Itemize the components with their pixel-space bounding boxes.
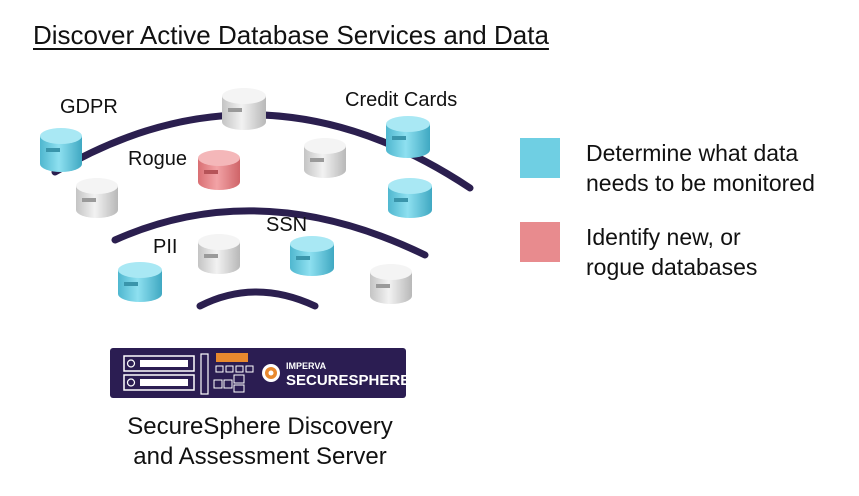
database-icon-right-blue	[388, 178, 432, 218]
page-title: Discover Active Database Services and Da…	[33, 20, 549, 50]
securesphere-logo-text: SECURESPHERE	[286, 372, 410, 389]
database-icon-bottom-right	[370, 264, 412, 304]
label-credit-cards: Credit Cards	[345, 89, 458, 111]
legend-swatch-rogue	[520, 222, 560, 262]
database-icon-credit-cards	[386, 116, 430, 158]
database-icon-rogue	[198, 150, 240, 190]
legend-item-monitored: Determine what data needs to be monitore…	[520, 138, 815, 198]
middle-arc	[111, 207, 429, 259]
database-icon-left-mid	[76, 178, 118, 218]
legend-text-rogue: Identify new, or rogue databases	[586, 224, 758, 280]
label-gdpr: GDPR	[60, 96, 118, 118]
server-appliance-icon: IMPERVA SECURESPHERE	[110, 348, 410, 398]
legend-text-monitored: Determine what data needs to be monitore…	[586, 140, 815, 196]
label-ssn: SSN	[266, 214, 308, 236]
database-icon-gdpr	[40, 128, 82, 172]
label-rogue: Rogue	[128, 148, 187, 170]
database-icon-top	[222, 88, 266, 130]
database-icon-pii-neighbor	[198, 234, 240, 274]
legend-swatch-monitored	[520, 138, 560, 178]
server-caption: SecureSphere Discovery and Assessment Se…	[127, 413, 393, 470]
label-pii: PII	[153, 236, 178, 258]
inner-arc	[196, 288, 319, 310]
database-icon-pii	[118, 262, 162, 302]
imperva-logo-text: IMPERVA	[286, 361, 327, 371]
database-icon-ssn	[290, 236, 334, 276]
database-icon-center-right	[304, 138, 346, 178]
legend-item-rogue: Identify new, or rogue databases	[520, 222, 757, 282]
